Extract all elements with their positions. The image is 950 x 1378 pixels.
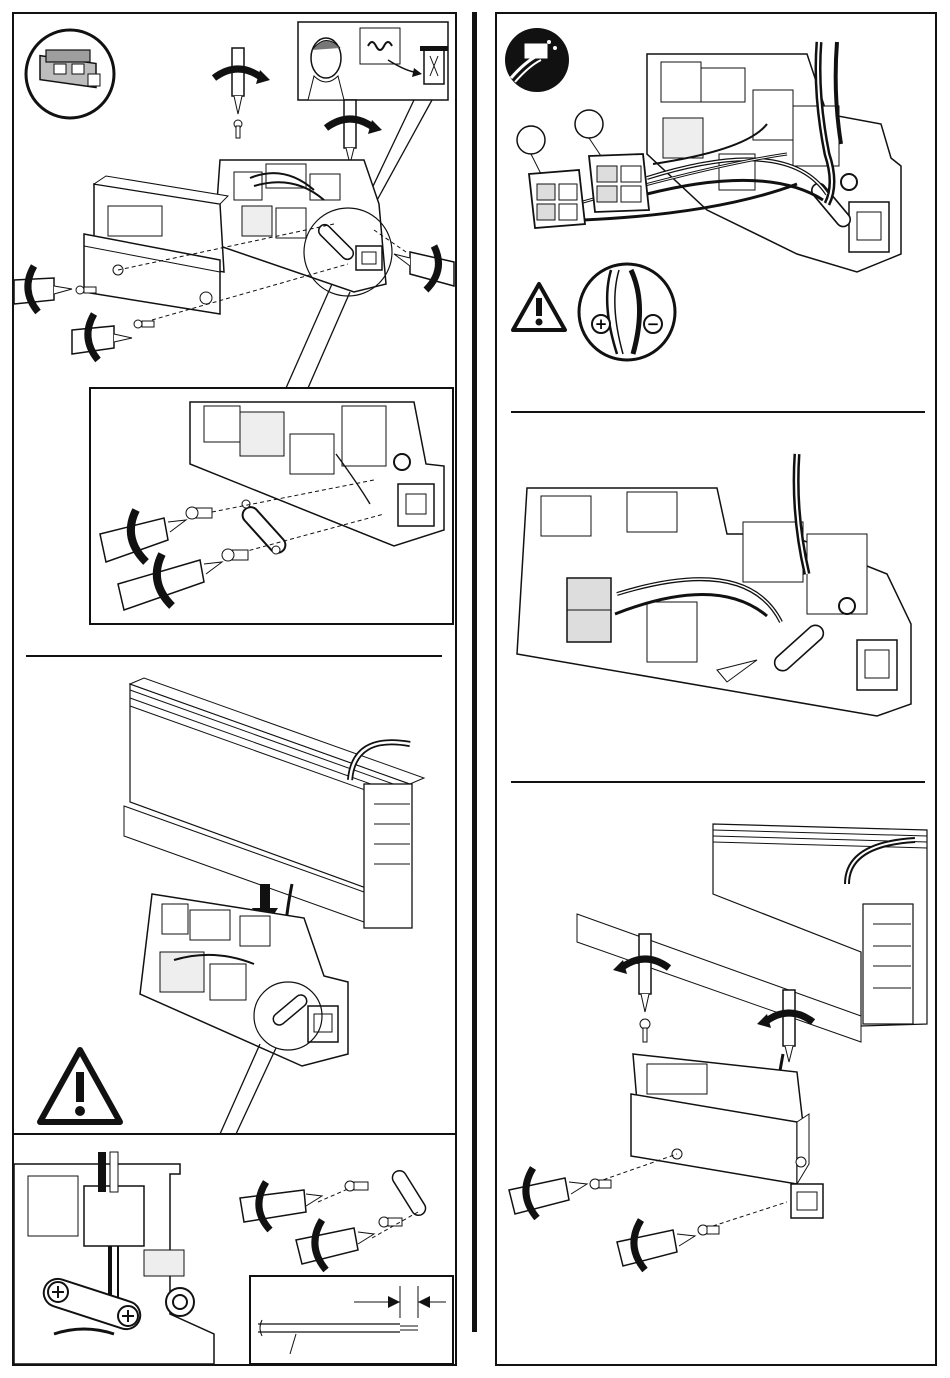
person-icon [308,38,344,100]
right-instruction-column: + − [495,12,937,1366]
wire-connector-icon [505,28,569,92]
cover-plate [84,176,228,314]
cover-plate-right [631,1054,823,1218]
warning-icon-polarity [513,284,565,330]
screw-detail-1 [186,507,212,519]
polarity-icon: + − [579,264,675,360]
link-bar-loose [390,1168,428,1218]
base-unit-routed [517,454,911,716]
detail-link-refit [14,1152,214,1364]
right-illustrations: + − [497,14,935,1364]
screwdriver-right-d [617,1220,719,1270]
screw-detail-2 [222,549,248,561]
disposal-bin-icon [420,46,448,84]
round-socket-icon [166,1288,194,1316]
left-instruction-column [12,12,457,1366]
screwdriver-closeup-2 [296,1217,402,1270]
warning-icon [40,1050,120,1122]
screwdriver-left-2 [72,314,154,360]
screwdriver-right-c [509,1168,611,1218]
connector-block-1 [517,126,585,228]
base-unit-assembly [140,894,348,1066]
plus-sign: + [595,315,608,333]
column-divider [472,12,477,1332]
screwdriver-closeup-1 [240,1181,368,1230]
base-unit-drawing [214,160,392,296]
device-thumbnail-icon [26,30,114,118]
wire-strip-detail [250,1276,453,1364]
connector-block-2 [575,110,649,212]
left-illustrations [14,14,455,1364]
screwdriver-top-left [214,48,270,138]
detail-link-screws [90,388,453,624]
minus-sign: − [647,315,660,333]
screwdriver-right [394,246,454,290]
